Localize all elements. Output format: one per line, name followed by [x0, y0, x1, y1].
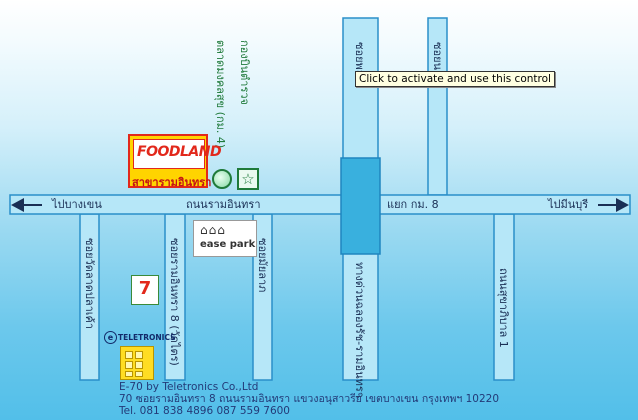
- activate-control-tooltip: Click to activate and use this control: [355, 71, 555, 87]
- main-road-label: ถนนรามอินทรา: [186, 198, 261, 211]
- ramintra-road: [9, 194, 631, 215]
- teletronics-building-icon: [120, 346, 154, 380]
- police-star-icon: ☆: [237, 168, 259, 190]
- soi-ramintra-8-label: ซอยรามอินทรา 8 (วัดไตร): [168, 238, 181, 366]
- easepark-landmark: ⌂⌂⌂ ease park: [193, 220, 257, 257]
- market-label: ตลาดมงคลสุข (กม. 4): [214, 40, 227, 149]
- soi-mai-lap-label: ซอยมัยลาภ: [256, 238, 269, 293]
- police-label: กองบินตำรวจ: [238, 40, 251, 105]
- right-arrow-icon: [616, 198, 629, 212]
- left-destination-label: ไปบางเขน: [52, 198, 102, 211]
- highway-label: ทางด่วนฉลองรัช-รามอินทรา: [353, 262, 366, 398]
- foodland-landmark: FOODLAND สาขารามอินทรา: [128, 134, 222, 189]
- building-icon: ⌂⌂⌂: [200, 223, 226, 237]
- footer-phone: Tel. 081 838 4896 087 559 7600: [119, 405, 290, 417]
- foodland-branch-label: สาขารามอินทรา: [132, 176, 212, 189]
- junction-label: แยก กม. 8: [387, 198, 439, 211]
- km8-junction: [340, 157, 381, 255]
- right-destination-label: ไปมีนบุรี: [548, 198, 589, 211]
- sukhapiban-label: ถนนสุขาภิบาล 1: [497, 268, 510, 348]
- seven-eleven-logo: 7: [131, 275, 159, 305]
- footer-address: 70 ซอยรามอินทรา 8 ถนนรามอินทรา แขวงอนุสา…: [119, 393, 500, 405]
- footer-company: E-70 by Teletronics Co.,Ltd: [119, 381, 259, 393]
- left-arrow-icon: [11, 198, 24, 212]
- soi-top-left-label: ซอยพล: [353, 42, 366, 77]
- foodland-logo: FOODLAND: [133, 139, 222, 169]
- soi-wat-lad-plakhao-label: ซอยวัดลาดปลาเค้า: [83, 238, 96, 330]
- market-marker-icon: [212, 169, 232, 189]
